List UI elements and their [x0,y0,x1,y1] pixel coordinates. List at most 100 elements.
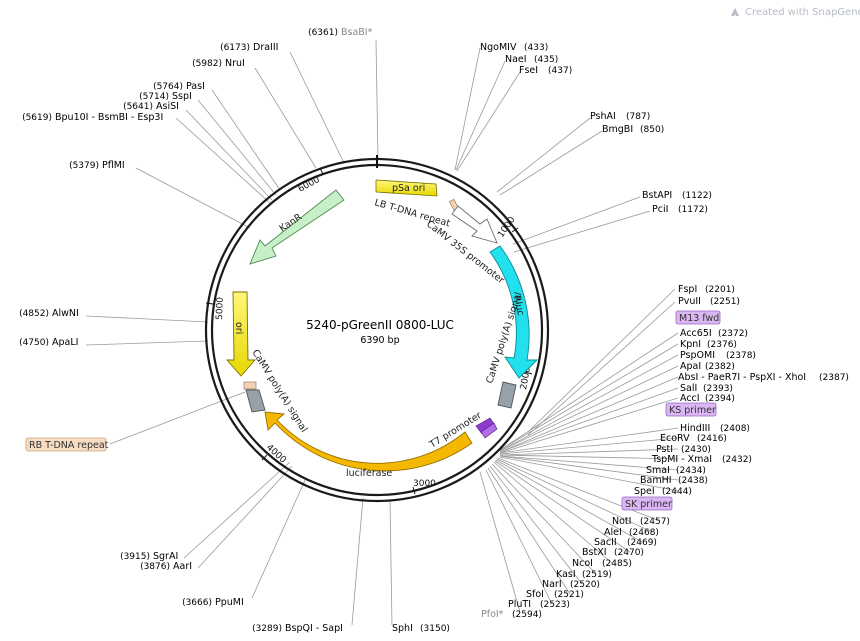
svg-text:KS primer: KS primer [669,405,716,416]
site-pos: (1122) [682,191,712,201]
site-name: Bpu10I - BsmBI - Esp3I [55,112,163,123]
site-pos: (2444) [662,487,692,497]
snapgene-logo: Created with SnapGene® [731,7,860,18]
site-pos: (3289) [252,624,282,634]
site-name: KpnI [680,339,701,350]
site-name: PluTI [508,599,531,610]
svg-text:M13 fwd: M13 fwd [679,313,719,324]
site-pos: (5714) [139,92,169,102]
site-pos: (2408) [720,424,750,434]
site-name: PflMI [102,160,125,171]
site-name: NaeI [505,54,527,65]
site-pos: (2434) [676,466,706,476]
site-name: SgrAI [153,551,178,562]
site-pos: (2372) [718,329,748,339]
site-pos: (1172) [678,205,708,215]
site-pos: (5764) [153,82,183,92]
site-name: PfoI* [481,609,504,620]
site-pos: (2382) [705,362,735,372]
feature-rluc: Rluc [489,245,539,379]
site-pos: (2594) [512,610,542,620]
site-name: BsaBI* [341,27,373,38]
site-pos: (2432) [722,455,752,465]
site-name: ApaI [680,361,701,372]
site-name: BstXI [582,547,607,558]
primer-sk: SK primer [621,496,673,511]
site-pos: (2520) [570,580,600,590]
site-name: Acc65I [680,328,712,339]
tick-marks [205,167,533,495]
rb-repeat-tag: RB T-DNA repeat [25,437,109,452]
site-name: BmgBI [602,124,633,135]
svg-text:Rluc: Rluc [511,294,526,316]
site-pos: (5379) [69,161,99,171]
site-name: PpuMI [215,597,244,608]
credit-text: Created with SnapGene® [745,7,860,18]
site-pos: (2416) [697,434,727,444]
feature-psa-ori: pSa ori [375,179,438,197]
site-name: TspMI - XmaI [651,454,712,465]
site-pos: (4750) [19,338,49,348]
primer-ks: KS primer [665,402,717,417]
site-pos: (2469) [627,538,657,548]
site-pos: (2376) [707,340,737,350]
site-pos: (2457) [640,517,670,527]
site-name: NruI [225,58,245,69]
site-name: SpeI [634,486,655,497]
site-name: SmaI [646,465,670,476]
site-pos: (2378) [726,351,756,361]
tick-3000: 3000 [413,479,436,489]
site-pos: (437) [548,66,572,76]
site-name: SacII [594,537,617,548]
site-pos: (2485) [602,559,632,569]
site-name: NcoI [572,558,593,569]
leader-lines [85,39,679,626]
site-pos: (2251) [710,297,740,307]
primer-m13-fwd: M13 fwd [675,310,721,325]
site-pos: (3666) [182,598,212,608]
site-name: PvuII [678,296,701,307]
site-name: SphI [392,623,413,634]
site-name: FseI [519,65,538,76]
site-pos: (2521) [554,590,584,600]
site-name: AleI [604,527,622,538]
plasmid-size: 6390 bp [360,335,399,346]
site-labels-right: SphI (3150) NgoMIV (433) NaeI (435) FseI… [392,42,849,634]
site-pos: (2430) [681,445,711,455]
site-name: PstI [656,444,673,455]
site-name: FspI [678,284,697,295]
feature-ori: ori [226,291,256,377]
site-pos: (787) [626,112,650,122]
site-name: AlwNI [52,308,79,319]
site-labels-left: (6361) BsaBI* (6173) DraIII (5982) NruI … [19,27,373,634]
svg-text:luciferase: luciferase [346,468,392,479]
site-name: SspI [172,91,192,102]
svg-text:SK primer: SK primer [625,499,672,510]
site-name: BstAPI [642,190,672,201]
site-pos: (6361) [308,28,338,38]
site-name: AbsI - PaeR7I - PspXI - XhoI [678,372,806,383]
site-name: ApaLI [52,337,78,348]
site-pos: (2387) [819,373,849,383]
site-name: PciI [652,204,668,215]
site-pos: (3150) [420,624,450,634]
site-name: EcoRV [660,433,690,444]
site-name: SfoI [526,589,544,600]
site-name: NarI [542,579,562,590]
site-name: NotI [612,516,631,527]
svg-text:pSa ori: pSa ori [392,183,425,194]
feature-lb-repeat: LB T-DNA repeat [373,197,460,229]
site-pos: (435) [534,55,558,65]
site-name: DraIII [253,42,278,53]
site-name: PshAI [590,111,616,122]
site-pos: (6173) [220,43,250,53]
site-pos: (5641) [123,102,153,112]
site-pos: (2394) [705,394,735,404]
plasmid-title: 5240-pGreenII 0800-LUC [306,318,454,332]
feature-luciferase: luciferase [264,411,473,479]
site-pos: (433) [524,43,548,53]
tick-5000: 5000 [215,297,226,321]
site-pos: (5619) [22,113,52,123]
site-name: KasI [556,569,576,580]
